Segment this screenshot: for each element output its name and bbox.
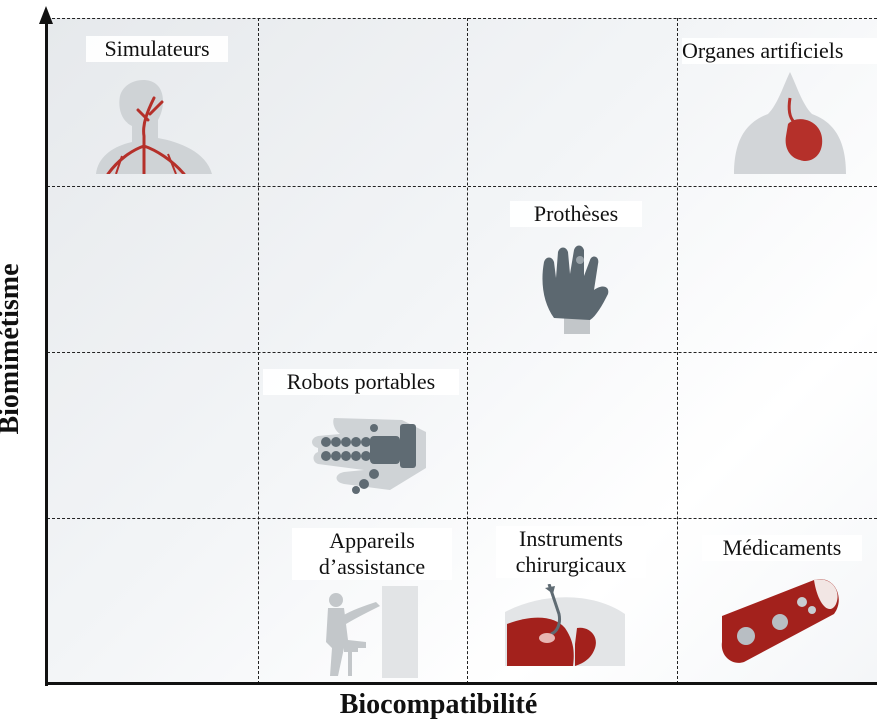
- x-axis-title: Biocompatibilité: [339, 689, 538, 720]
- simulators-label: Simulateurs: [86, 36, 228, 62]
- y-axis-line: [45, 22, 48, 686]
- prosthetic-hand-icon: [542, 245, 609, 334]
- robotic-glove-icon: [312, 418, 426, 494]
- artificial-organs-label: Organes artificiels: [682, 38, 877, 64]
- grid-column-divider: [258, 18, 259, 684]
- prostheses-label: Prothèses: [510, 201, 642, 227]
- grid-column-divider: [677, 18, 678, 684]
- artificial-organs-text: Organes artificiels: [682, 38, 844, 63]
- assistive-devices-label: Appareils d’assistance: [292, 528, 452, 580]
- grid-row-divider: [47, 352, 877, 353]
- grid-row-divider: [47, 186, 877, 187]
- prostheses-text: Prothèses: [533, 201, 619, 226]
- x-axis-line: [45, 682, 877, 685]
- grid-column-divider: [467, 18, 468, 684]
- assistive-device-icon: [326, 586, 418, 678]
- vascular-torso-icon: [96, 80, 212, 174]
- drugs-text: Médicaments: [722, 535, 842, 560]
- drugs-label: Médicaments: [702, 535, 862, 561]
- surgical-instruments-line1: Instruments: [519, 526, 623, 551]
- artificial-heart-icon: [734, 72, 846, 174]
- assistive-devices-line2: d’assistance: [318, 554, 426, 579]
- simulators-text: Simulateurs: [104, 36, 210, 61]
- wearable-robots-text: Robots portables: [286, 369, 436, 394]
- y-axis-title: Biomimétisme: [0, 263, 25, 435]
- grid-row-divider: [47, 18, 877, 19]
- surgical-instruments-line2: chirurgicaux: [515, 552, 627, 577]
- grid-row-divider: [47, 518, 877, 519]
- surgical-instruments-label: Instruments chirurgicaux: [496, 526, 646, 578]
- surgical-instrument-icon: [505, 584, 625, 666]
- assistive-devices-line1: Appareils: [329, 528, 415, 553]
- vessel-drug-icon: [721, 579, 839, 663]
- wearable-robots-label: Robots portables: [263, 369, 459, 395]
- y-axis-arrowhead: [39, 6, 53, 24]
- grid-background: [47, 18, 877, 684]
